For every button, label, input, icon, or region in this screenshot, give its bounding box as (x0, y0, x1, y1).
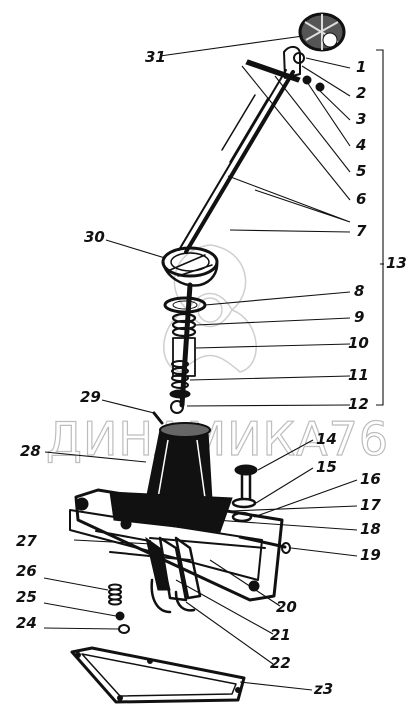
callout-8: 8 (354, 282, 364, 300)
callout-20: 20 (276, 598, 297, 616)
callout-13: 13 (386, 254, 407, 272)
watermark-text: ДИНАМИКА76 (46, 412, 389, 466)
leader-lines (43, 35, 384, 691)
callout-10: 10 (348, 334, 369, 352)
callout-11: 11 (348, 366, 369, 384)
gear-lever-tower (145, 422, 213, 501)
callout-23: z3 (313, 680, 333, 698)
callout-2: 2 (356, 84, 366, 102)
callout-19: 19 (360, 546, 381, 564)
callout-9: 9 (354, 308, 364, 326)
callout-7: 7 (356, 222, 367, 240)
watermark: ДИНАМИКА76 (45, 244, 389, 467)
callout-21: 21 (270, 626, 291, 644)
callout-31: 31 (145, 48, 166, 66)
shift-housing (69, 488, 291, 602)
callout-16: 16 (360, 470, 381, 488)
callout-4: 4 (355, 136, 366, 154)
callout-29: 29 (80, 388, 101, 406)
callout-12: 12 (348, 395, 369, 413)
callout-18: 18 (360, 520, 381, 538)
callout-27: 27 (16, 532, 37, 550)
callout-3: 3 (356, 110, 366, 128)
callout-30: 30 (84, 228, 105, 246)
callout-6: 6 (356, 190, 366, 208)
shift-forks (145, 536, 202, 614)
group-bracket (376, 49, 384, 406)
pin (152, 411, 164, 425)
callout-labels: 31 1 2 3 4 5 6 7 13 30 8 9 10 11 12 29 2… (16, 48, 407, 698)
callout-28: 28 (20, 442, 41, 460)
callout-15: 15 (316, 458, 337, 476)
shift-knob (298, 12, 346, 52)
callout-26: 26 (16, 562, 37, 580)
callout-1: 1 (356, 58, 366, 76)
bolt-and-washers (231, 464, 258, 523)
lever-boot (161, 246, 219, 287)
callout-14: 14 (316, 430, 337, 448)
callout-17: 17 (360, 496, 381, 514)
detent-parts (108, 583, 130, 634)
callout-5: 5 (356, 162, 366, 180)
gasket (70, 646, 246, 704)
callout-25: 25 (16, 588, 37, 606)
gear-lever-rod (178, 69, 295, 254)
callout-24: 24 (16, 614, 37, 632)
callout-22: 22 (270, 654, 291, 672)
